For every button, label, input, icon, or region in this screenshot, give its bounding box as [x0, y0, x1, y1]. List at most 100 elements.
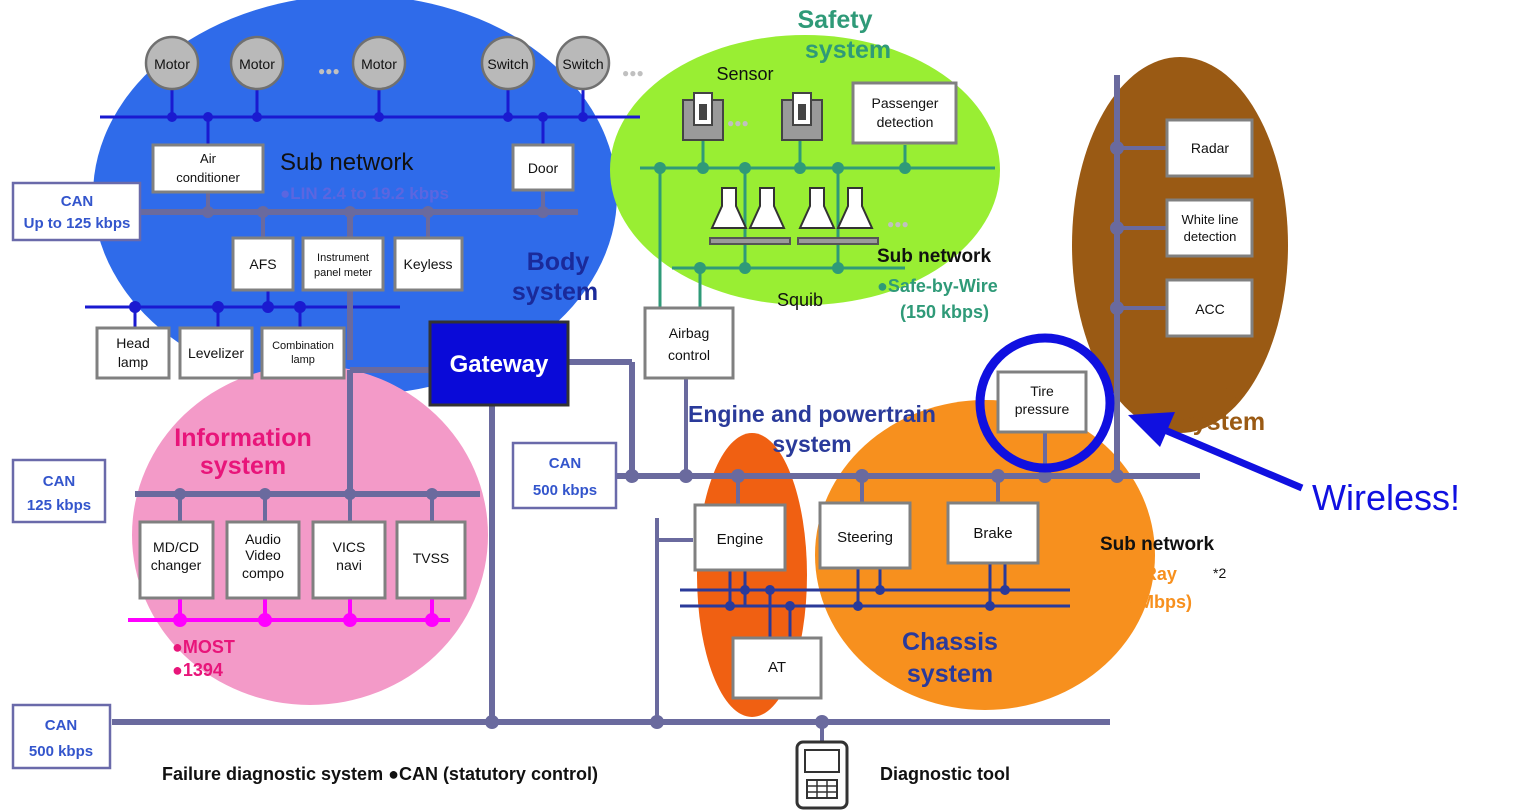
- combination-lamp-box: Combination lamp: [260, 326, 346, 380]
- svg-text:lamp: lamp: [118, 354, 149, 370]
- flexray-bus: [650, 518, 1070, 729]
- ieee1394-label: ●1394: [172, 660, 223, 680]
- instrument-panel-meter-box: Instrument panel meter: [301, 236, 385, 292]
- svg-text:Engine and powertrain: Engine and powertrain: [688, 401, 936, 427]
- flexray-note: *2: [1213, 565, 1226, 581]
- brake-box: Brake: [946, 501, 1040, 565]
- svg-text:Keyless: Keyless: [403, 256, 452, 272]
- safe-by-wire-speed: (150 kbps): [900, 302, 989, 322]
- audio-video-compo-box: Audio Video compo: [225, 520, 301, 600]
- svg-text:Tire: Tire: [1030, 383, 1054, 399]
- keyless-box: Keyless: [393, 236, 464, 292]
- svg-text:Information: Information: [174, 424, 312, 452]
- svg-text:Instrument: Instrument: [317, 252, 369, 264]
- svg-text:Video: Video: [245, 547, 281, 563]
- motor-3: Motor: [351, 35, 407, 91]
- svg-text:Body: Body: [527, 248, 590, 276]
- svg-text:detection: detection: [877, 114, 934, 130]
- svg-text:Audio: Audio: [245, 531, 281, 547]
- svg-text:AT: AT: [768, 659, 786, 676]
- svg-text:AFS: AFS: [249, 256, 276, 272]
- flexray-sub-network-label: Sub network: [1100, 534, 1214, 555]
- body-system-region: [93, 0, 617, 395]
- body-lin-bus: [85, 87, 640, 328]
- svg-text:Switch: Switch: [487, 56, 528, 72]
- airbag-control-box: Airbag control: [643, 306, 735, 380]
- white-line-detection-box: White line detection: [1165, 198, 1254, 258]
- svg-text:Combination: Combination: [272, 340, 334, 352]
- wireless-label: Wireless!: [1312, 477, 1460, 518]
- wireless-arrow: [1128, 412, 1304, 492]
- door-box: Door: [511, 143, 575, 192]
- svg-text:CAN: CAN: [45, 717, 78, 734]
- safety-sub-network-label: Sub network: [877, 246, 991, 267]
- svg-text:Airbag: Airbag: [669, 325, 709, 341]
- information-system-title: Information system: [174, 424, 312, 480]
- levelizer-box: Levelizer: [178, 326, 254, 380]
- can-diag-label: CAN 500 kbps: [11, 703, 112, 770]
- svg-text:125 kbps: 125 kbps: [27, 497, 91, 514]
- sensor-2-icon: [781, 92, 823, 141]
- sensor-label: Sensor: [716, 64, 773, 84]
- svg-text:Chassis: Chassis: [902, 628, 998, 656]
- safe-by-wire-label: ●Safe-by-Wire: [877, 276, 998, 296]
- tire-pressure-box: Tire pressure: [996, 370, 1088, 434]
- tvss-box: TVSS: [395, 520, 467, 600]
- flexray-label: ●FlexRay: [1097, 564, 1177, 584]
- svg-text:system: system: [512, 278, 598, 306]
- switch-ellipsis: ●●●: [622, 66, 644, 80]
- can-body-label: CAN Up to 125 kbps: [11, 181, 142, 242]
- svg-text:Motor: Motor: [239, 56, 275, 72]
- safety-system-title: Safety system: [797, 6, 891, 64]
- svg-text:Head: Head: [116, 335, 149, 351]
- md-cd-changer-box: MD/CD changer: [138, 520, 215, 600]
- most-label: ●MOST: [172, 637, 235, 657]
- can-info-label: CAN 125 kbps: [11, 458, 107, 524]
- engine-system-title: Engine and powertrain system: [688, 401, 936, 457]
- svg-text:system: system: [1179, 408, 1265, 436]
- afs-box: AFS: [231, 236, 295, 292]
- svg-text:system: system: [907, 660, 993, 688]
- svg-text:ACC: ACC: [1195, 301, 1225, 317]
- svg-text:500 kbps: 500 kbps: [29, 743, 93, 760]
- svg-text:Gateway: Gateway: [450, 351, 549, 378]
- svg-text:ITS: ITS: [1199, 378, 1238, 406]
- most-bus: [128, 598, 450, 627]
- squib-icons: [709, 187, 879, 245]
- svg-text:system: system: [805, 36, 891, 64]
- svg-text:system: system: [200, 452, 286, 480]
- svg-text:Up to 125 kbps: Up to 125 kbps: [24, 215, 131, 232]
- head-lamp-box: Head lamp: [95, 326, 171, 380]
- svg-text:CAN: CAN: [43, 473, 76, 490]
- svg-text:Engine: Engine: [717, 531, 764, 548]
- acc-box: ACC: [1165, 278, 1254, 338]
- svg-text:panel meter: panel meter: [314, 267, 372, 279]
- svg-text:White line: White line: [1181, 212, 1238, 227]
- svg-text:Passenger: Passenger: [872, 95, 939, 111]
- squib-ellipsis: ●●●: [887, 217, 909, 231]
- svg-text:500 kbps: 500 kbps: [533, 482, 597, 499]
- steering-box: Steering: [818, 501, 912, 570]
- svg-text:Radar: Radar: [1191, 140, 1229, 156]
- vics-navi-box: VICS navi: [311, 520, 387, 600]
- passenger-detection-box: Passenger detection: [851, 81, 958, 145]
- diag-can-bus: [112, 715, 1110, 742]
- body-sub-network-label: Sub network: [280, 149, 414, 176]
- motor-1: Motor: [144, 35, 200, 91]
- svg-text:Door: Door: [528, 160, 559, 176]
- sensor-ellipsis: ●●●: [727, 116, 749, 130]
- failure-diagnostic-label: Failure diagnostic system ●CAN (statutor…: [162, 764, 598, 784]
- motor-ellipsis: ●●●: [318, 64, 340, 78]
- chassis-system-title: Chassis system: [902, 628, 998, 688]
- svg-text:TVSS: TVSS: [413, 550, 450, 566]
- svg-text:CAN: CAN: [549, 455, 582, 472]
- svg-text:VICS: VICS: [333, 539, 366, 555]
- svg-text:detection: detection: [1184, 229, 1237, 244]
- svg-text:Steering: Steering: [837, 529, 893, 546]
- svg-text:Levelizer: Levelizer: [188, 345, 244, 361]
- svg-text:Motor: Motor: [361, 56, 397, 72]
- wireless-highlight-circle: [975, 333, 1115, 473]
- at-box: AT: [731, 636, 823, 700]
- safety-bus: [640, 140, 995, 308]
